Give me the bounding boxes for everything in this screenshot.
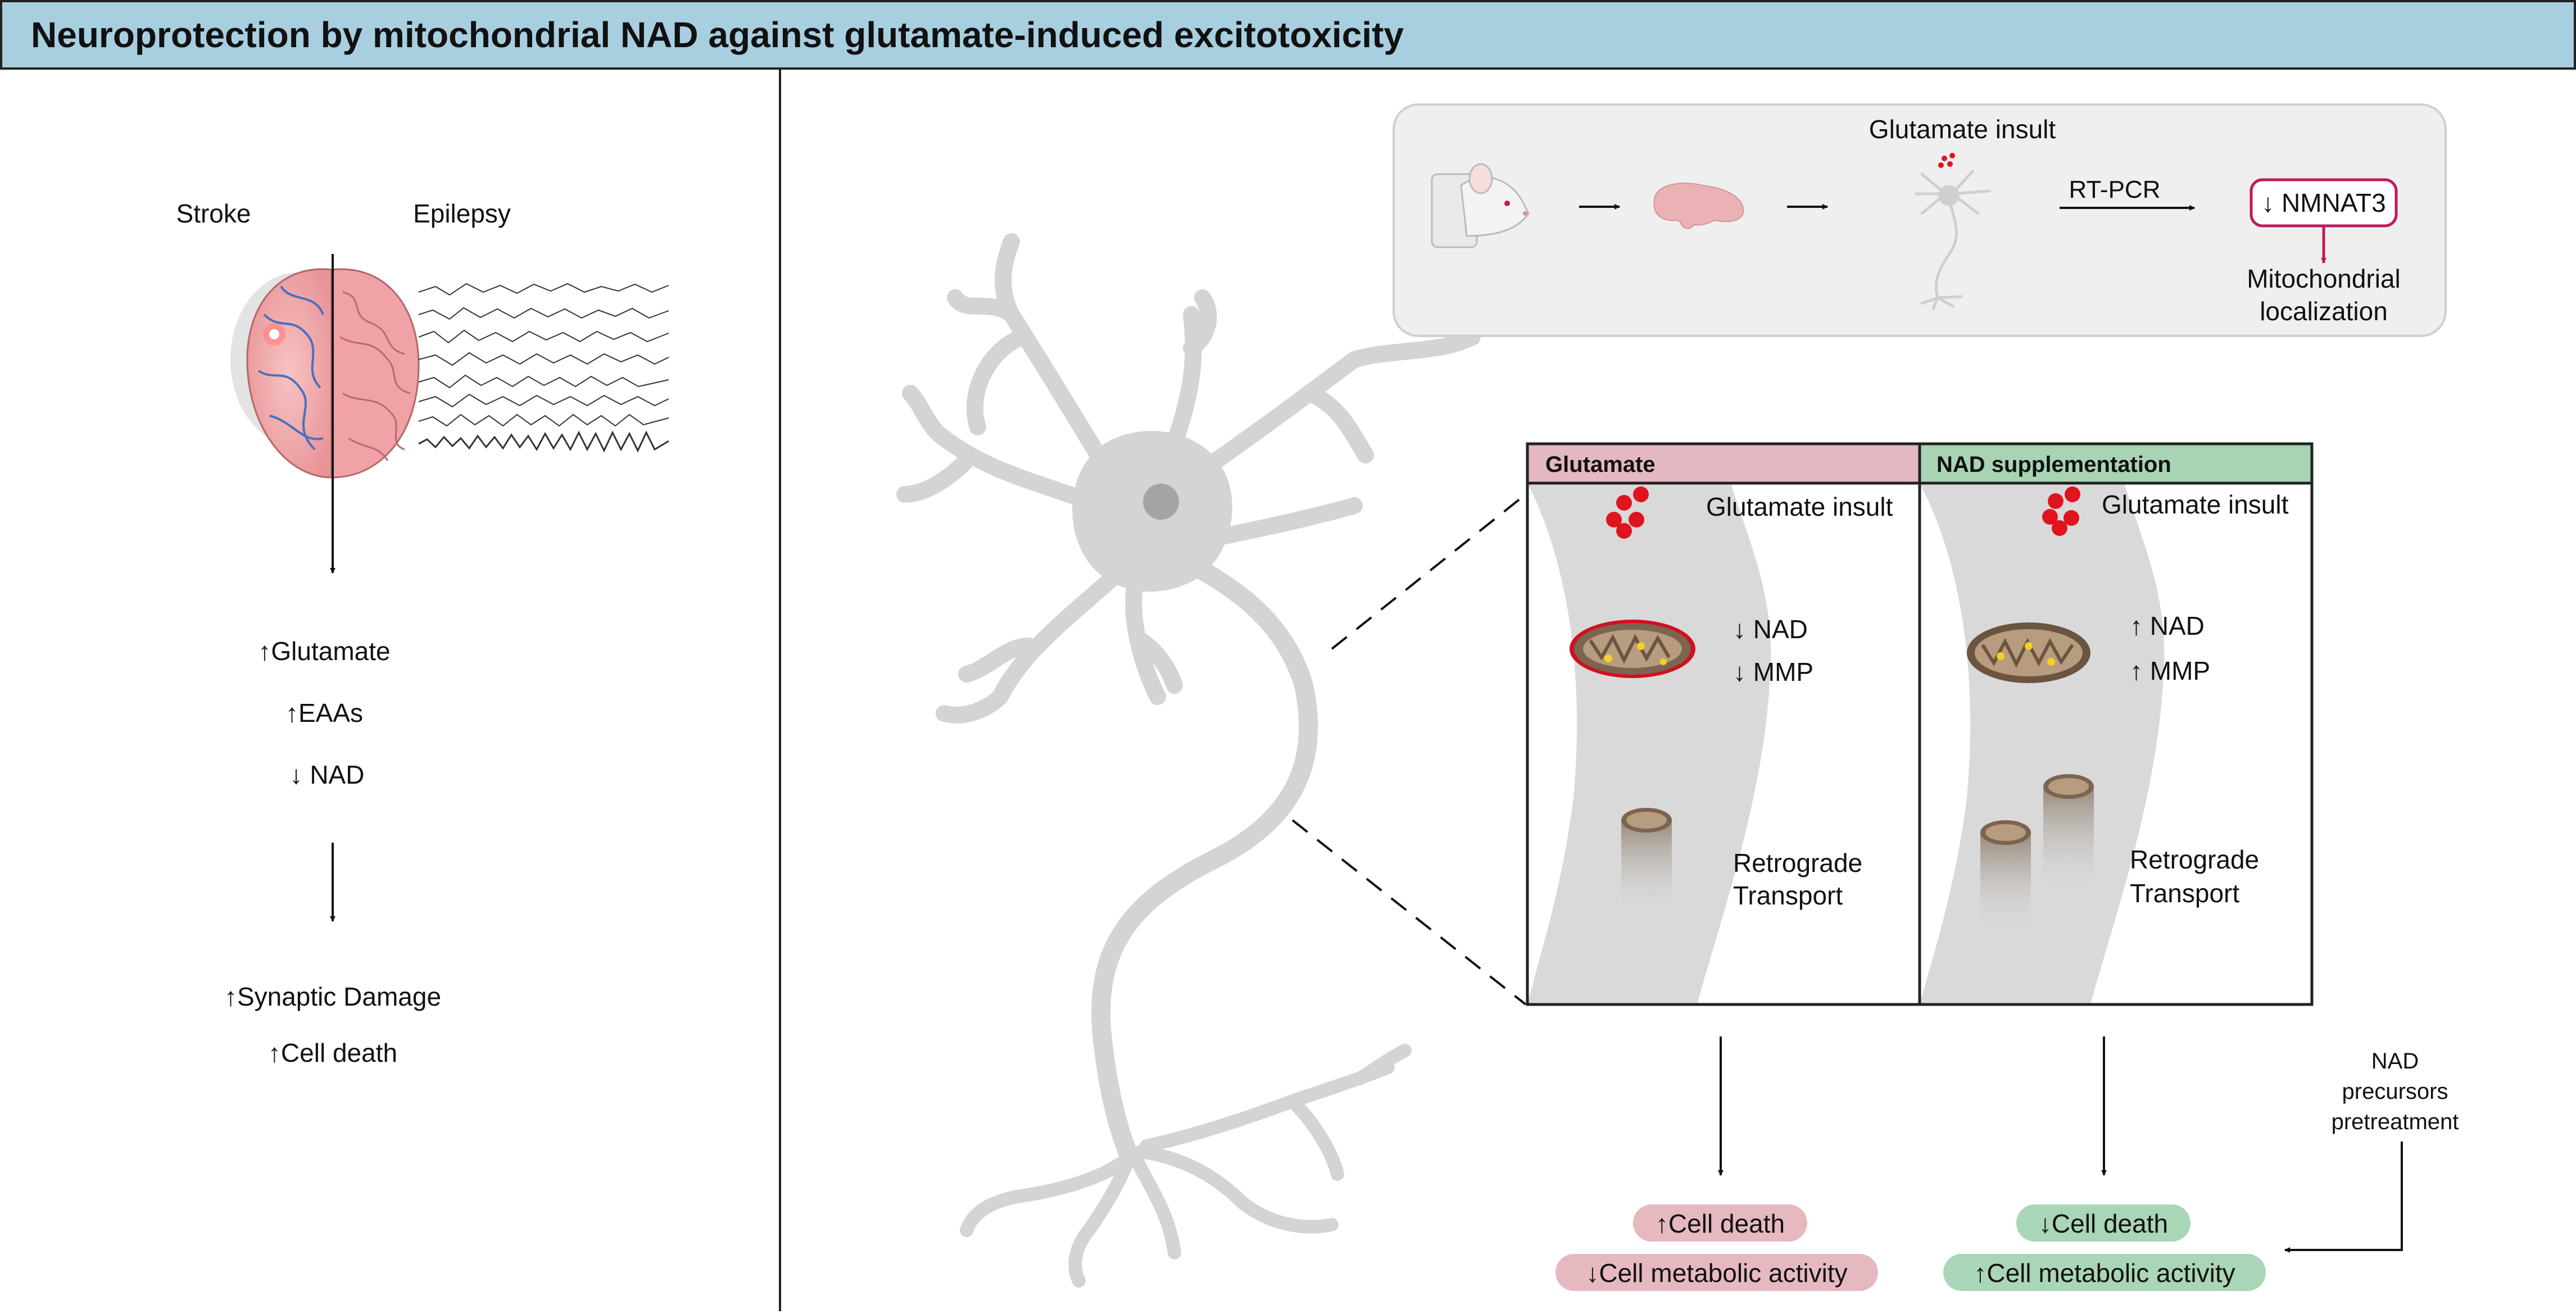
glutamate-header: Glutamate (1545, 452, 1656, 477)
rt-pcr-label: RT-PCR (2069, 176, 2161, 203)
epilepsy-label: Epilepsy (413, 199, 511, 228)
glutamate-nad: ↓ NAD (1733, 615, 1808, 644)
brain-illustration (230, 254, 420, 497)
outcome-cell-death: ↑Cell death (268, 1038, 397, 1067)
glutamate-panel: Glutamate Glutamate insult ↓ NAD ↓ MMP R… (1526, 442, 1921, 1004)
localization-line1: Mitochondrial (2247, 264, 2401, 293)
nad-nad: ↑ NAD (2130, 611, 2205, 640)
nmnat3-box (2250, 178, 2398, 228)
localization-line2: localization (2260, 297, 2388, 326)
title-bar (0, 0, 2576, 70)
glutamate-insult-label: Glutamate insult (1706, 492, 1893, 521)
damaged-mitochondrion (1570, 620, 1695, 678)
glutamate-transport-line2: Transport (1733, 881, 1843, 910)
transported-mitochondrion (1621, 808, 1672, 910)
figure-title: Neuroprotection by mitochondrial NAD aga… (31, 15, 1404, 55)
healthy-mitochondrion (1967, 622, 2090, 683)
nad-result1: ↓Cell death (2039, 1209, 2168, 1238)
nad-result2: ↑Cell metabolic activity (1974, 1258, 2235, 1288)
outcome-synaptic-damage: ↑Synaptic Damage (224, 982, 441, 1011)
small-neuron-icon (1915, 170, 1991, 311)
glutamate-insult-dots (1606, 487, 1649, 539)
nad-transport-line1: Retrograde (2130, 845, 2259, 874)
zoom-line-bottom (1291, 819, 1527, 1006)
nad-result2-pill (1943, 1254, 2266, 1291)
nmnat3-label: ↓ NMNAT3 (2261, 188, 2386, 217)
nad-insult-label: Glutamate insult (2102, 490, 2289, 519)
effect-glutamate: ↑Glutamate (258, 636, 390, 666)
glutamate-result1: ↑Cell death (1656, 1209, 1785, 1238)
pretreatment-line1: NAD (2371, 1049, 2419, 1074)
stroke-label: Stroke (176, 199, 251, 228)
mouse-icon (1431, 163, 1530, 248)
nad-panel: NAD supplementation Glutamate insult ↑ N… (1918, 442, 2314, 1004)
neuron-illustration (896, 233, 1481, 1288)
nad-insult-dots (2042, 487, 2080, 536)
nad-transport-line2: Transport (2130, 879, 2239, 908)
effect-nad: ↓ NAD (290, 760, 365, 789)
pretreatment-line2: precursors (2342, 1079, 2448, 1104)
top-glutamate-insult: Glutamate insult (1869, 115, 2056, 144)
pretreatment-arrow (2284, 1142, 2403, 1253)
experiment-box (1393, 103, 2447, 337)
nad-result1-pill (2016, 1204, 2190, 1242)
glutamate-transport-line1: Retrograde (1733, 848, 1862, 877)
effect-eaas: ↑EAAs (285, 698, 363, 728)
nad-mmp: ↑ MMP (2130, 656, 2210, 685)
glutamate-dots-small (1938, 153, 1955, 168)
brain-icon (1653, 183, 1744, 229)
glutamate-mmp: ↓ MMP (1733, 657, 1813, 686)
nad-header: NAD supplementation (1936, 452, 2171, 477)
transported-mitochondria (1980, 774, 2094, 928)
glutamate-result2: ↓Cell metabolic activity (1586, 1258, 1847, 1288)
zoom-line-top (1331, 493, 1527, 650)
eeg-traces (418, 283, 669, 453)
glutamate-result2-pill (1555, 1254, 1878, 1291)
glutamate-result1-pill (1633, 1204, 1807, 1242)
pretreatment-line3: pretreatment (2332, 1110, 2459, 1134)
